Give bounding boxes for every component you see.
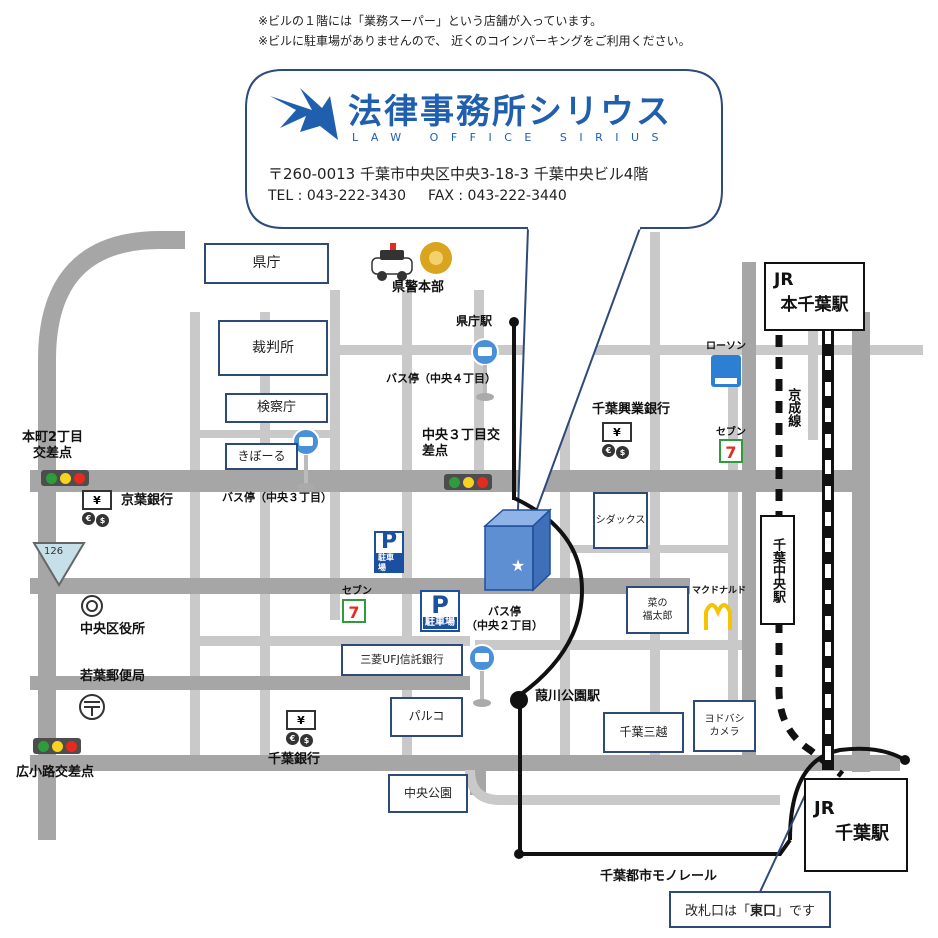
building-kiboru: きぼーる	[225, 443, 298, 470]
minor-roads	[190, 232, 923, 762]
svg-text:★: ★	[511, 556, 525, 575]
building-sigdax: シダックス	[593, 492, 648, 549]
label-seven-eleven-1: セブン	[716, 427, 746, 438]
ward-office-icon	[81, 595, 103, 617]
building-yodobashi: ヨドバシ カメラ	[693, 700, 756, 752]
label-sakasagawa-station: 葭川公園駅	[535, 689, 601, 704]
label-hirokoji-crossing: 広小路交差点	[16, 765, 95, 780]
parking-sign-small: P 駐車場	[374, 531, 404, 573]
building-ufj: 三菱UFJ信託銀行	[341, 644, 463, 676]
traffic-signal-chuo3	[444, 474, 492, 490]
station-hon-chiba: JR 本千葉駅	[764, 262, 865, 331]
building-chuo-park: 中央公園	[388, 774, 468, 813]
label-keiyo-bank: 京葉銀行	[121, 493, 174, 508]
station-chiba: JR 千葉駅	[804, 778, 908, 872]
building-nanohanataro: 菜の 福太郎	[626, 586, 689, 634]
station-keisei-chiba-chuo: 千葉中央駅	[760, 515, 795, 625]
label-honcho-crossing: 本町2丁目 交差点	[22, 430, 84, 462]
office-fax: FAX : 043-222-3440	[428, 188, 567, 204]
post-office-icon	[79, 694, 105, 720]
seven-eleven-icon: 7	[719, 439, 743, 463]
label-mcdonalds: マクドナルド	[692, 586, 747, 596]
curved-road-2	[465, 769, 780, 805]
chiba-bank-icon: ¥€$	[282, 710, 316, 748]
building-kensatsucho: 検察庁	[225, 393, 328, 423]
bus-stop-icons	[292, 338, 499, 707]
lawson-icon	[711, 355, 741, 387]
chiba-kogyo-bank-icon: ¥€$	[598, 422, 632, 460]
building-kencho: 県庁	[204, 243, 329, 284]
monorail-line	[512, 322, 907, 856]
office-name-en: LAW OFFICE SIRIUS	[352, 131, 672, 144]
gate-callout: 改札口は「東口」です	[669, 891, 831, 928]
label-bus-chuo2: バス停 （中央２丁目）	[466, 605, 543, 632]
gate-callout-pointer	[759, 792, 807, 893]
main-roads	[30, 262, 900, 795]
building-parco: パルコ	[390, 697, 463, 737]
building-saibansho: 裁判所	[218, 320, 328, 376]
label-bus-chuo4: バス停（中央４丁目）	[386, 372, 496, 385]
police-car-icon	[371, 243, 413, 281]
parking-sign-large: P 駐車場	[420, 590, 460, 632]
svg-text:7: 7	[348, 603, 359, 622]
label-lawson: ローソン	[706, 341, 746, 352]
traffic-signal-honcho	[41, 470, 89, 486]
label-kencho-station: 県庁駅	[456, 314, 493, 328]
seven-eleven-icon-2: 7	[342, 599, 366, 623]
address-bubble	[245, 69, 723, 567]
label-seven-eleven-2: セブン	[342, 586, 372, 597]
label-keisei-line: 京成線	[785, 388, 801, 427]
traffic-signal-hirokoji	[33, 738, 81, 754]
curved-road	[38, 231, 185, 840]
note-parking: ※ビルに駐車場がありませんので、 近くのコインパーキングをご利用ください。	[258, 34, 691, 48]
label-monorail: 千葉都市モノレール	[600, 869, 718, 884]
office-name: 法律事務所シリウス	[348, 92, 672, 132]
label-chiba-bank: 千葉銀行	[268, 752, 321, 767]
route-126-sign	[32, 542, 86, 587]
label-bus-chuo3: バス停（中央３丁目）	[222, 491, 332, 504]
office-building-icon: ★	[483, 508, 552, 592]
label-wakaba-post: 若葉郵便局	[80, 669, 146, 684]
note-supermarket: ※ビルの１階には「業務スーパー」という店舗が入っています。	[258, 14, 603, 28]
mcdonalds-icon	[704, 603, 732, 630]
office-phone: TEL : 043-222-3430 FAX : 043-222-3440	[268, 188, 567, 204]
svg-text:7: 7	[725, 443, 736, 462]
label-route-126: 126	[44, 546, 64, 557]
label-chuo3-crossing: 中央３丁目交 差点	[422, 428, 501, 460]
label-chuoku-office: 中央区役所	[80, 622, 146, 637]
keisei-line	[775, 335, 845, 778]
label-police-hq: 県警本部	[392, 280, 445, 295]
keiyo-bank-icon: ¥€$	[78, 490, 112, 528]
sirius-logo-icon	[270, 88, 338, 140]
office-tel: TEL : 043-222-3430	[268, 188, 406, 204]
building-mitsukoshi: 千葉三越	[603, 712, 684, 753]
police-emblem-icon	[420, 242, 452, 274]
office-address: 〒260-0013 千葉市中央区中央3-18-3 千葉中央ビル4階	[268, 165, 649, 183]
label-chiba-kogyo-bank: 千葉興業銀行	[592, 402, 671, 417]
